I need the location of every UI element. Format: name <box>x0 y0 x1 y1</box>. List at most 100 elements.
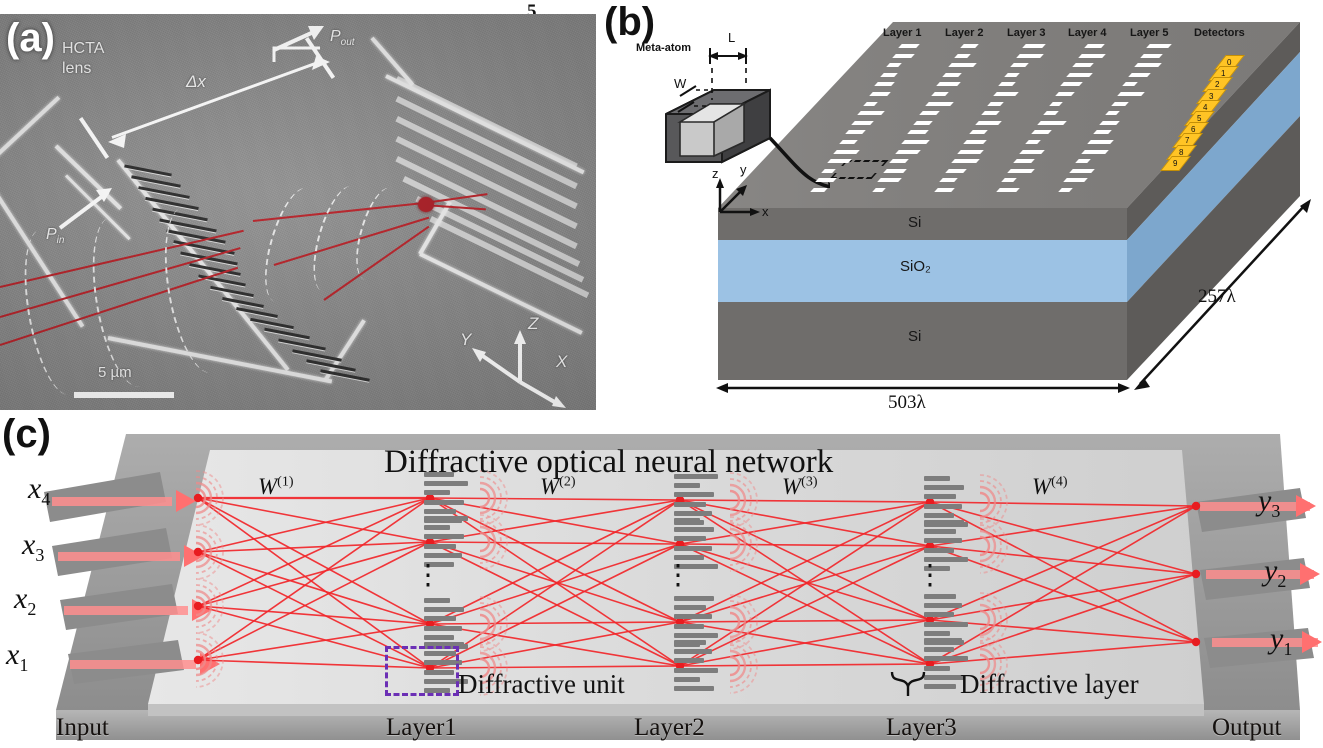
unit-bar <box>674 640 706 645</box>
beam-node <box>193 547 203 557</box>
panel-b-dimension-arrows <box>716 199 1311 393</box>
panel-b-letter: (b) <box>604 0 656 44</box>
input-letter-x3: x <box>22 528 36 561</box>
output-label-y3: y3 <box>1258 484 1280 522</box>
layer1-ellipsis: ⋮ <box>414 560 442 591</box>
unit-bar <box>424 552 462 558</box>
bottom-label-output: Output <box>1212 714 1282 741</box>
unit-bar <box>424 642 464 647</box>
panel-b-axes <box>716 178 760 216</box>
unit-bar <box>924 621 968 627</box>
input-letter-x2: x <box>14 582 28 615</box>
unit-bar <box>924 485 964 491</box>
input-label-x2: x2 <box>14 582 36 620</box>
weight-letter-4: W <box>1032 474 1052 499</box>
unit-bar <box>924 547 954 553</box>
unit-bar <box>924 665 950 671</box>
diffractive-layer-label: Diffractive layer <box>960 669 1139 699</box>
unit-bar <box>924 638 962 643</box>
unit-bar <box>424 516 468 521</box>
beam-node <box>1191 637 1201 647</box>
unit-bar <box>924 566 950 571</box>
unit-bar <box>424 543 456 549</box>
p-out-label: Pout <box>330 28 355 48</box>
unit-bar <box>674 686 714 691</box>
unit-bar <box>674 605 706 611</box>
unit-bar <box>674 518 700 523</box>
p-in-label: Pin <box>46 226 64 246</box>
unit-bar <box>674 545 712 551</box>
diffractive-unit <box>674 640 736 696</box>
page-number: 5 <box>527 1 537 22</box>
diffractive-unit <box>674 518 736 574</box>
scale-bar <box>74 392 174 398</box>
beam-node <box>193 655 203 665</box>
unit-bar <box>924 476 950 481</box>
stack-label-sio2: SiO₂ <box>900 258 931 275</box>
diffractive-unit-highlight-box <box>385 646 459 696</box>
unit-bar <box>424 598 450 603</box>
meta-atom-label: Meta-atom <box>636 42 692 54</box>
beam-node <box>1191 569 1201 579</box>
p-in-letter: P <box>46 226 57 243</box>
weight-letter-2: W <box>540 474 560 499</box>
diffractive-unit <box>424 516 486 572</box>
beam-node <box>193 493 203 503</box>
unit-bar <box>424 525 450 531</box>
meta-atom-dim-w: W <box>674 76 687 91</box>
unit-bar <box>424 508 456 514</box>
panel-b-col-label-5: Detectors <box>1194 27 1245 39</box>
weight-label-4: W(4) <box>1032 474 1068 500</box>
unit-bar <box>424 669 454 675</box>
meta-atom-inset <box>665 48 830 188</box>
output-sub-y3: 3 <box>1271 501 1281 521</box>
input-sub-x4: 4 <box>41 489 51 509</box>
unit-bar <box>674 632 718 638</box>
output-label-y1: y1 <box>1270 622 1292 660</box>
unit-bar <box>424 607 464 613</box>
input-sub-x3: 3 <box>35 545 45 565</box>
meta-atom-dim-l: L <box>728 30 736 45</box>
unit-bar <box>424 651 456 657</box>
unit-bar <box>924 520 964 525</box>
panel-c-letter: (c) <box>2 412 51 456</box>
focal-point-marker <box>418 197 434 212</box>
unit-bar <box>924 603 962 609</box>
unit-bar <box>674 596 714 601</box>
output-letter-y2: y <box>1264 554 1278 587</box>
panel-c-title: Diffractive optical neural network <box>384 444 834 480</box>
hcta-lens-label-line2: lens <box>62 60 91 78</box>
panel-b-col-label-1: Layer 2 <box>945 27 984 39</box>
panel-b-col-label-2: Layer 3 <box>1007 27 1046 39</box>
layer2-ellipsis: ⋮ <box>664 560 692 591</box>
panel-a-sem-micrograph: Δx Pin Pout HCTA lens 5 µm <box>0 14 596 410</box>
weight-label-1: W(1) <box>258 474 294 500</box>
sem-vignette <box>0 14 596 410</box>
unit-bar <box>424 472 454 477</box>
unit-bar <box>424 688 450 693</box>
unit-bar <box>924 647 954 653</box>
unit-bar <box>424 490 450 496</box>
layer3-ellipsis: ⋮ <box>916 560 944 591</box>
diffractive-connection-mesh <box>193 493 1201 673</box>
unit-bar <box>424 562 454 567</box>
unit-bar <box>424 634 454 640</box>
panel-c-donn-schematic: (c) <box>0 410 1323 748</box>
unit-bar <box>674 667 718 673</box>
bottom-label-input: Input <box>56 714 109 741</box>
panel-a-letter: (a) <box>6 16 55 60</box>
unit-bar <box>674 676 700 682</box>
input-letter-x1: x <box>6 638 20 671</box>
weight-letter-3: W <box>782 474 802 499</box>
bottom-label-layer1: Layer1 <box>386 714 457 741</box>
scale-bar-label: 5 µm <box>98 364 132 381</box>
weight-letter-1: W <box>258 474 278 499</box>
output-label-y2: y2 <box>1264 554 1286 592</box>
beam-node <box>1191 501 1201 511</box>
output-sub-y1: 1 <box>1283 639 1293 659</box>
unit-bar <box>424 616 456 622</box>
diffractive-unit <box>924 520 986 576</box>
beam-group-1 <box>197 496 431 669</box>
unit-bar <box>674 536 706 542</box>
unit-bar <box>424 534 464 540</box>
